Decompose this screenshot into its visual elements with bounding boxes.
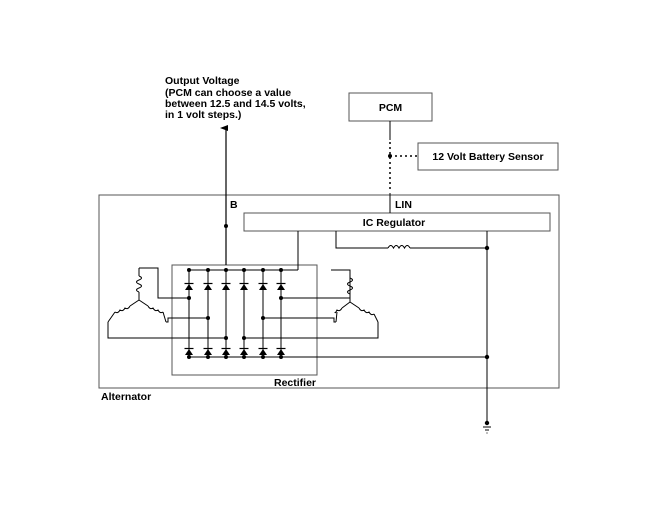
phase-junction-2 xyxy=(206,316,210,320)
output-voltage-note-1: (PCM can choose a value xyxy=(165,87,291,99)
output-voltage-note-2: between 12.5 and 14.5 volts, xyxy=(165,98,306,110)
lower-rail-junction-4 xyxy=(242,355,246,359)
diode-icon-upper-3 xyxy=(221,282,231,290)
upper-rail-junction-6 xyxy=(279,268,283,272)
phase-junction-3 xyxy=(224,336,228,340)
upper-rail-junction-5 xyxy=(261,268,265,272)
phase-junction-5 xyxy=(261,316,265,320)
diode-icon-lower-6 xyxy=(276,347,286,355)
lower-rail-junction-1 xyxy=(187,355,191,359)
lower-rail-junction-5 xyxy=(261,355,265,359)
rectifier-diodes xyxy=(184,282,286,355)
b-terminal-junction xyxy=(224,224,228,228)
diode-icon-lower-3 xyxy=(221,347,231,355)
upper-rail-junction-2 xyxy=(206,268,210,272)
ground-junction-1 xyxy=(484,245,490,251)
lower-rail-junction-6 xyxy=(279,355,283,359)
lower-rail-junction-2 xyxy=(206,355,210,359)
diode-icon-lower-4 xyxy=(239,347,249,355)
output-voltage-title: Output Voltage xyxy=(165,75,240,87)
ic-regulator-box xyxy=(243,212,551,232)
rectifier-box xyxy=(171,264,318,376)
battery-sensor-box xyxy=(417,142,559,171)
diode-icon-upper-5 xyxy=(258,282,268,290)
alternator-box xyxy=(98,194,560,389)
diode-icon-lower-1 xyxy=(184,347,194,355)
diode-icon-lower-2 xyxy=(203,347,213,355)
alternator-label: Alternator xyxy=(101,391,151,403)
rectifier-wiring xyxy=(107,267,487,358)
output-voltage-note-3: in 1 volt steps.) xyxy=(165,109,241,121)
phase-junction-6 xyxy=(279,296,283,300)
ground-junction-3 xyxy=(484,420,490,426)
b-terminal-label: B xyxy=(230,199,238,211)
stator-winding-right-icon xyxy=(334,270,379,323)
battery-sensor-label: 12 Volt Battery Sensor xyxy=(432,151,543,163)
upper-rail-junction-3 xyxy=(224,268,228,272)
field-circuit xyxy=(297,231,488,423)
diode-icon-upper-6 xyxy=(276,282,286,290)
phase-junction-1 xyxy=(187,296,191,300)
lin-terminal-label: LIN xyxy=(395,199,412,211)
diode-icon-upper-1 xyxy=(184,282,194,290)
diode-icon-upper-4 xyxy=(239,282,249,290)
diode-icon-lower-5 xyxy=(258,347,268,355)
ground-icon xyxy=(483,426,491,434)
phase-junction-4 xyxy=(242,336,246,340)
pcm-label: PCM xyxy=(379,102,403,114)
upper-rail-junction-4 xyxy=(242,268,246,272)
lin-junction xyxy=(388,154,392,158)
rectifier-label: Rectifier xyxy=(274,377,316,389)
ic-regulator-label: IC Regulator xyxy=(363,217,425,229)
diode-icon-upper-2 xyxy=(203,282,213,290)
stator-winding-left-icon xyxy=(107,268,167,323)
upper-rail-junction-1 xyxy=(187,268,191,272)
rectifier-junctions xyxy=(187,268,283,359)
lower-rail-junction-3 xyxy=(224,355,228,359)
